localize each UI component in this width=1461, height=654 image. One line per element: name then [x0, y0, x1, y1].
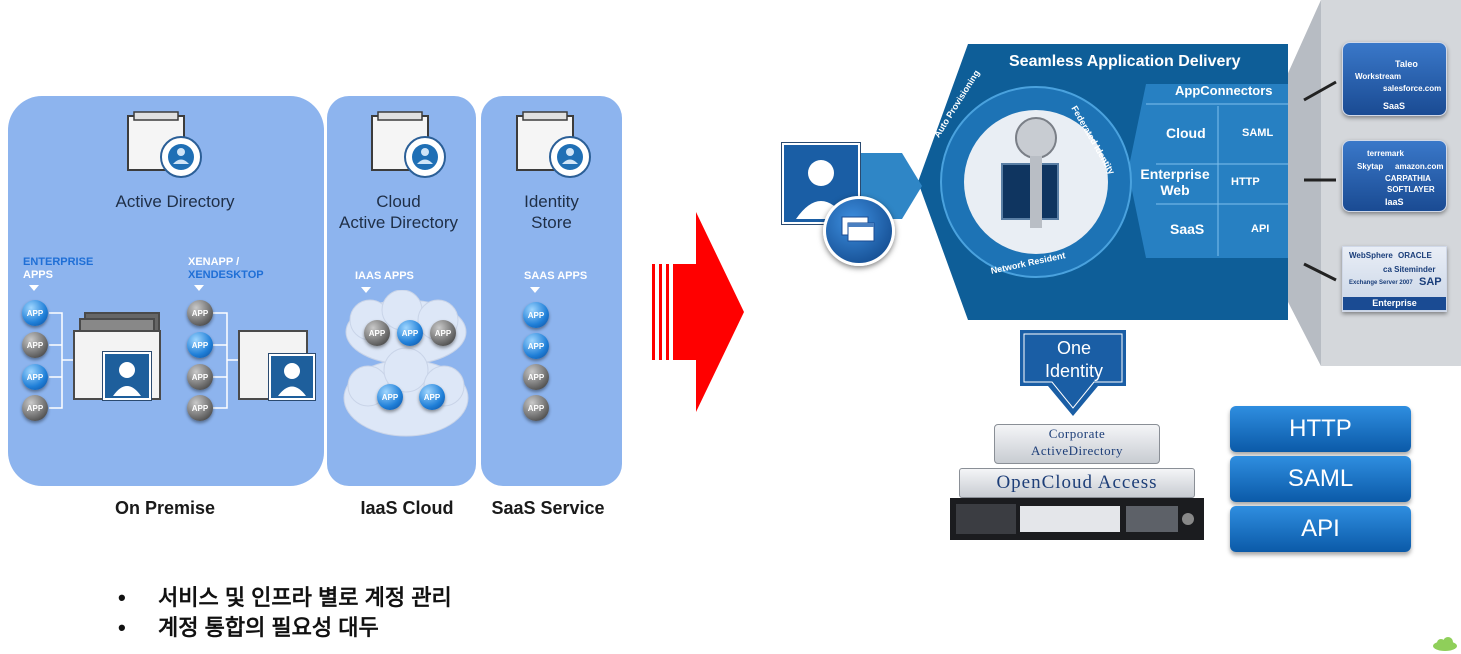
app-bubble: APP	[397, 320, 423, 346]
corporate-ad-box: Corporate ActiveDirectory	[994, 424, 1160, 464]
tile-arrows	[1303, 80, 1337, 282]
protocol-api: API	[1230, 506, 1411, 552]
app-bubble: APP	[523, 302, 549, 328]
brand-websphere: WebSphere	[1349, 251, 1393, 260]
connector-saml: SAML	[1242, 127, 1274, 139]
one-identity-line2: Identity	[1044, 361, 1104, 381]
tile-label-iaas: IaaS	[1385, 197, 1404, 207]
app-bubble: APP	[22, 332, 48, 358]
saas-service-caption: SaaS Service	[491, 498, 605, 518]
on-premise-caption: On Premise	[114, 498, 216, 518]
enterprise-tile: WebSphere ORACLE ca Siteminder Exchange …	[1342, 246, 1447, 312]
bullet-item-1: •서비스 및 인프라 별로 계정 관리	[118, 585, 452, 610]
hex-title: Seamless Application Delivery	[1009, 53, 1241, 70]
brand-carpathia: CARPATHIA	[1385, 174, 1431, 183]
tile-label-enterprise: Enterprise	[1343, 297, 1446, 310]
app-bubble: APP	[22, 395, 48, 421]
app-bubble: APP	[419, 384, 445, 410]
corporate-ad-line2: ActiveDirectory	[1031, 443, 1123, 458]
brand-workstream: Workstream	[1355, 72, 1402, 81]
xen-apps-label-line1: XENAPP /	[188, 256, 240, 268]
protocol-http: HTTP	[1230, 406, 1411, 452]
brand-terremark: terremark	[1367, 149, 1404, 158]
identity-store-title-line2: Store	[531, 213, 572, 232]
down-triangle-icon	[194, 285, 204, 291]
connector-enterprise-web: Enterprise Web	[1140, 166, 1210, 198]
tile-label-saas: SaaS	[1383, 101, 1406, 111]
iaas-tile: terremark Skytap amazon.com CARPATHIA SO…	[1342, 140, 1447, 212]
xen-apps-label-line2: XENDESKTOP	[188, 269, 264, 281]
bullet-text-2: 계정 통합의 필요성 대두	[158, 615, 379, 640]
iaas-apps-label: IAAS APPS	[355, 270, 414, 282]
iaas-cloud-caption: IaaS Cloud	[360, 498, 454, 518]
down-triangle-icon	[530, 287, 540, 293]
connector-saas: SaaS	[1170, 221, 1205, 237]
app-bubble: APP	[187, 300, 213, 326]
connector-api: API	[1251, 223, 1270, 235]
appliance-server-icon	[950, 498, 1204, 540]
cloud-logo-icon	[1433, 637, 1457, 651]
app-bubble: APP	[22, 300, 48, 326]
one-identity-label: One Identity	[1024, 337, 1124, 383]
opencloud-access-box: OpenCloud Access	[959, 468, 1195, 498]
brand-exchange: Exchange Server 2007	[1349, 280, 1413, 286]
bullet-text-1: 서비스 및 인프라 별로 계정 관리	[158, 585, 452, 610]
cloud-ad-title-line2: Active Directory	[338, 213, 459, 232]
down-triangle-icon	[361, 287, 371, 293]
enterprise-apps-label: ENTERPRISE APPS	[23, 256, 93, 282]
one-identity-arrow	[1020, 330, 1126, 416]
xen-apps-label: XENAPP / XENDESKTOP	[188, 256, 264, 282]
saas-tile: Taleo Workstream salesforce.com SaaS	[1342, 42, 1447, 116]
app-bubble: APP	[523, 364, 549, 390]
down-triangle-icon	[29, 285, 39, 291]
brand-taleo: Taleo	[1395, 59, 1418, 69]
brand-siteminder: ca Siteminder	[1383, 265, 1436, 274]
one-identity-line1: One	[1056, 338, 1092, 358]
red-arrow-icon	[652, 212, 744, 412]
brand-salesforce: salesforce.com	[1383, 84, 1442, 93]
enterprise-apps-label-line1: ENTERPRISE	[23, 256, 94, 268]
iaas-cloud-icon	[343, 290, 469, 437]
app-bubble: APP	[187, 395, 213, 421]
saas-apps-label: SAAS APPS	[524, 270, 588, 282]
directory-folder-icon	[126, 110, 208, 180]
identity-store-title: Identity Store	[481, 191, 622, 233]
user-avatar-icon	[103, 352, 151, 400]
app-bubble: APP	[187, 364, 213, 390]
app-connector-lines	[49, 312, 240, 409]
directory-folder-icon	[370, 110, 452, 180]
brand-softlayer: SOFTLAYER	[1387, 185, 1435, 194]
connector-cloud: Cloud	[1166, 125, 1206, 141]
active-directory-title: Active Directory	[115, 192, 235, 211]
user-avatar-icon	[269, 354, 315, 400]
directory-folder-icon	[515, 110, 597, 180]
app-bubble: APP	[187, 332, 213, 358]
app-bubble: APP	[364, 320, 390, 346]
brand-sap: SAP	[1419, 276, 1442, 288]
corporate-ad-line1: Corporate	[1048, 426, 1106, 441]
brand-oracle: ORACLE	[1398, 251, 1432, 260]
app-bubble: APP	[430, 320, 456, 346]
app-bubble: APP	[523, 333, 549, 359]
cloud-ad-title: Cloud Active Directory	[327, 191, 470, 233]
bullet-item-2: •계정 통합의 필요성 대두	[118, 615, 379, 640]
brand-skytap: Skytap	[1357, 162, 1384, 171]
app-bubble: APP	[377, 384, 403, 410]
protocol-saml: SAML	[1230, 456, 1411, 502]
brand-amazon: amazon.com	[1395, 162, 1444, 171]
enterprise-apps-label-line2: APPS	[23, 269, 53, 281]
windows-app-icon	[823, 196, 895, 266]
identity-store-title-line1: Identity	[524, 192, 579, 211]
connector-http: HTTP	[1231, 176, 1260, 188]
appconnectors-label: AppConnectors	[1175, 83, 1273, 98]
cloud-ad-title-line1: Cloud	[376, 192, 421, 211]
app-bubble: APP	[22, 364, 48, 390]
delivery-hexagon	[918, 44, 1288, 320]
app-bubble: APP	[523, 395, 549, 421]
